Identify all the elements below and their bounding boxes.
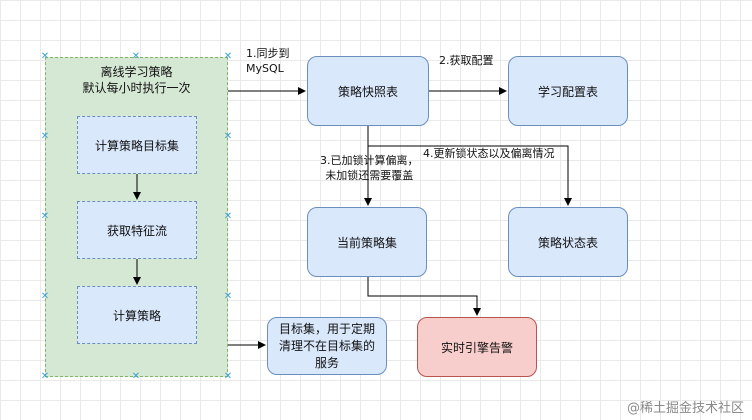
- node-policy-status: 策略状态表: [508, 207, 628, 277]
- label-sync-line2: MySQL: [246, 62, 284, 75]
- handle-mark: ✕: [40, 371, 50, 382]
- label-sync-line1: 1.同步到: [246, 47, 290, 60]
- label-lock-calc: 3.已加锁计算偏离， 未加锁还需要覆盖: [320, 153, 419, 183]
- handle-mark: ✕: [40, 131, 50, 142]
- handle-mark: ✕: [223, 371, 233, 382]
- handle-mark: ✕: [223, 211, 233, 222]
- step-compute-policy: 计算策略: [77, 286, 197, 344]
- step-compute-target: 计算策略目标集: [77, 116, 197, 174]
- step-fetch-feature: 获取特征流: [77, 201, 197, 259]
- node-target-set: 目标集，用于定期清理不在目标集的服务: [267, 317, 387, 375]
- node-policy-snapshot: 策略快照表: [307, 56, 429, 126]
- label-fetch-config: 2.获取配置: [439, 54, 494, 67]
- handle-mark: ✕: [223, 131, 233, 142]
- handle-mark: ✕: [131, 371, 141, 382]
- handle-mark: ✕: [223, 51, 233, 62]
- edge-to-alert: [367, 277, 481, 316]
- label-lock-line1: 3.已加锁计算偏离，: [320, 154, 419, 167]
- node-realtime-alert: 实时引擎告警: [417, 317, 537, 377]
- group-title-line1: 离线学习策略: [100, 65, 173, 79]
- node-current-policy-set: 当前策略集: [307, 207, 427, 277]
- handle-mark: ✕: [40, 51, 50, 62]
- label-update-status: 4.更新锁状态以及偏离情况: [423, 147, 555, 160]
- watermark: @稀土掘金技术社区: [626, 401, 744, 416]
- handle-mark: ✕: [223, 291, 233, 302]
- handle-mark: ✕: [40, 211, 50, 222]
- node-learning-config: 学习配置表: [508, 56, 628, 126]
- label-lock-line2: 未加锁还需要覆盖: [325, 169, 414, 182]
- handle-mark: ✕: [40, 291, 50, 302]
- label-sync-mysql: 1.同步到 MySQL: [246, 46, 290, 76]
- handle-mark: ✕: [131, 51, 141, 62]
- group-title-line2: 默认每小时执行一次: [82, 81, 191, 95]
- group-title: 离线学习策略 默认每小时执行一次: [45, 64, 228, 96]
- edge-update-status: [368, 145, 572, 206]
